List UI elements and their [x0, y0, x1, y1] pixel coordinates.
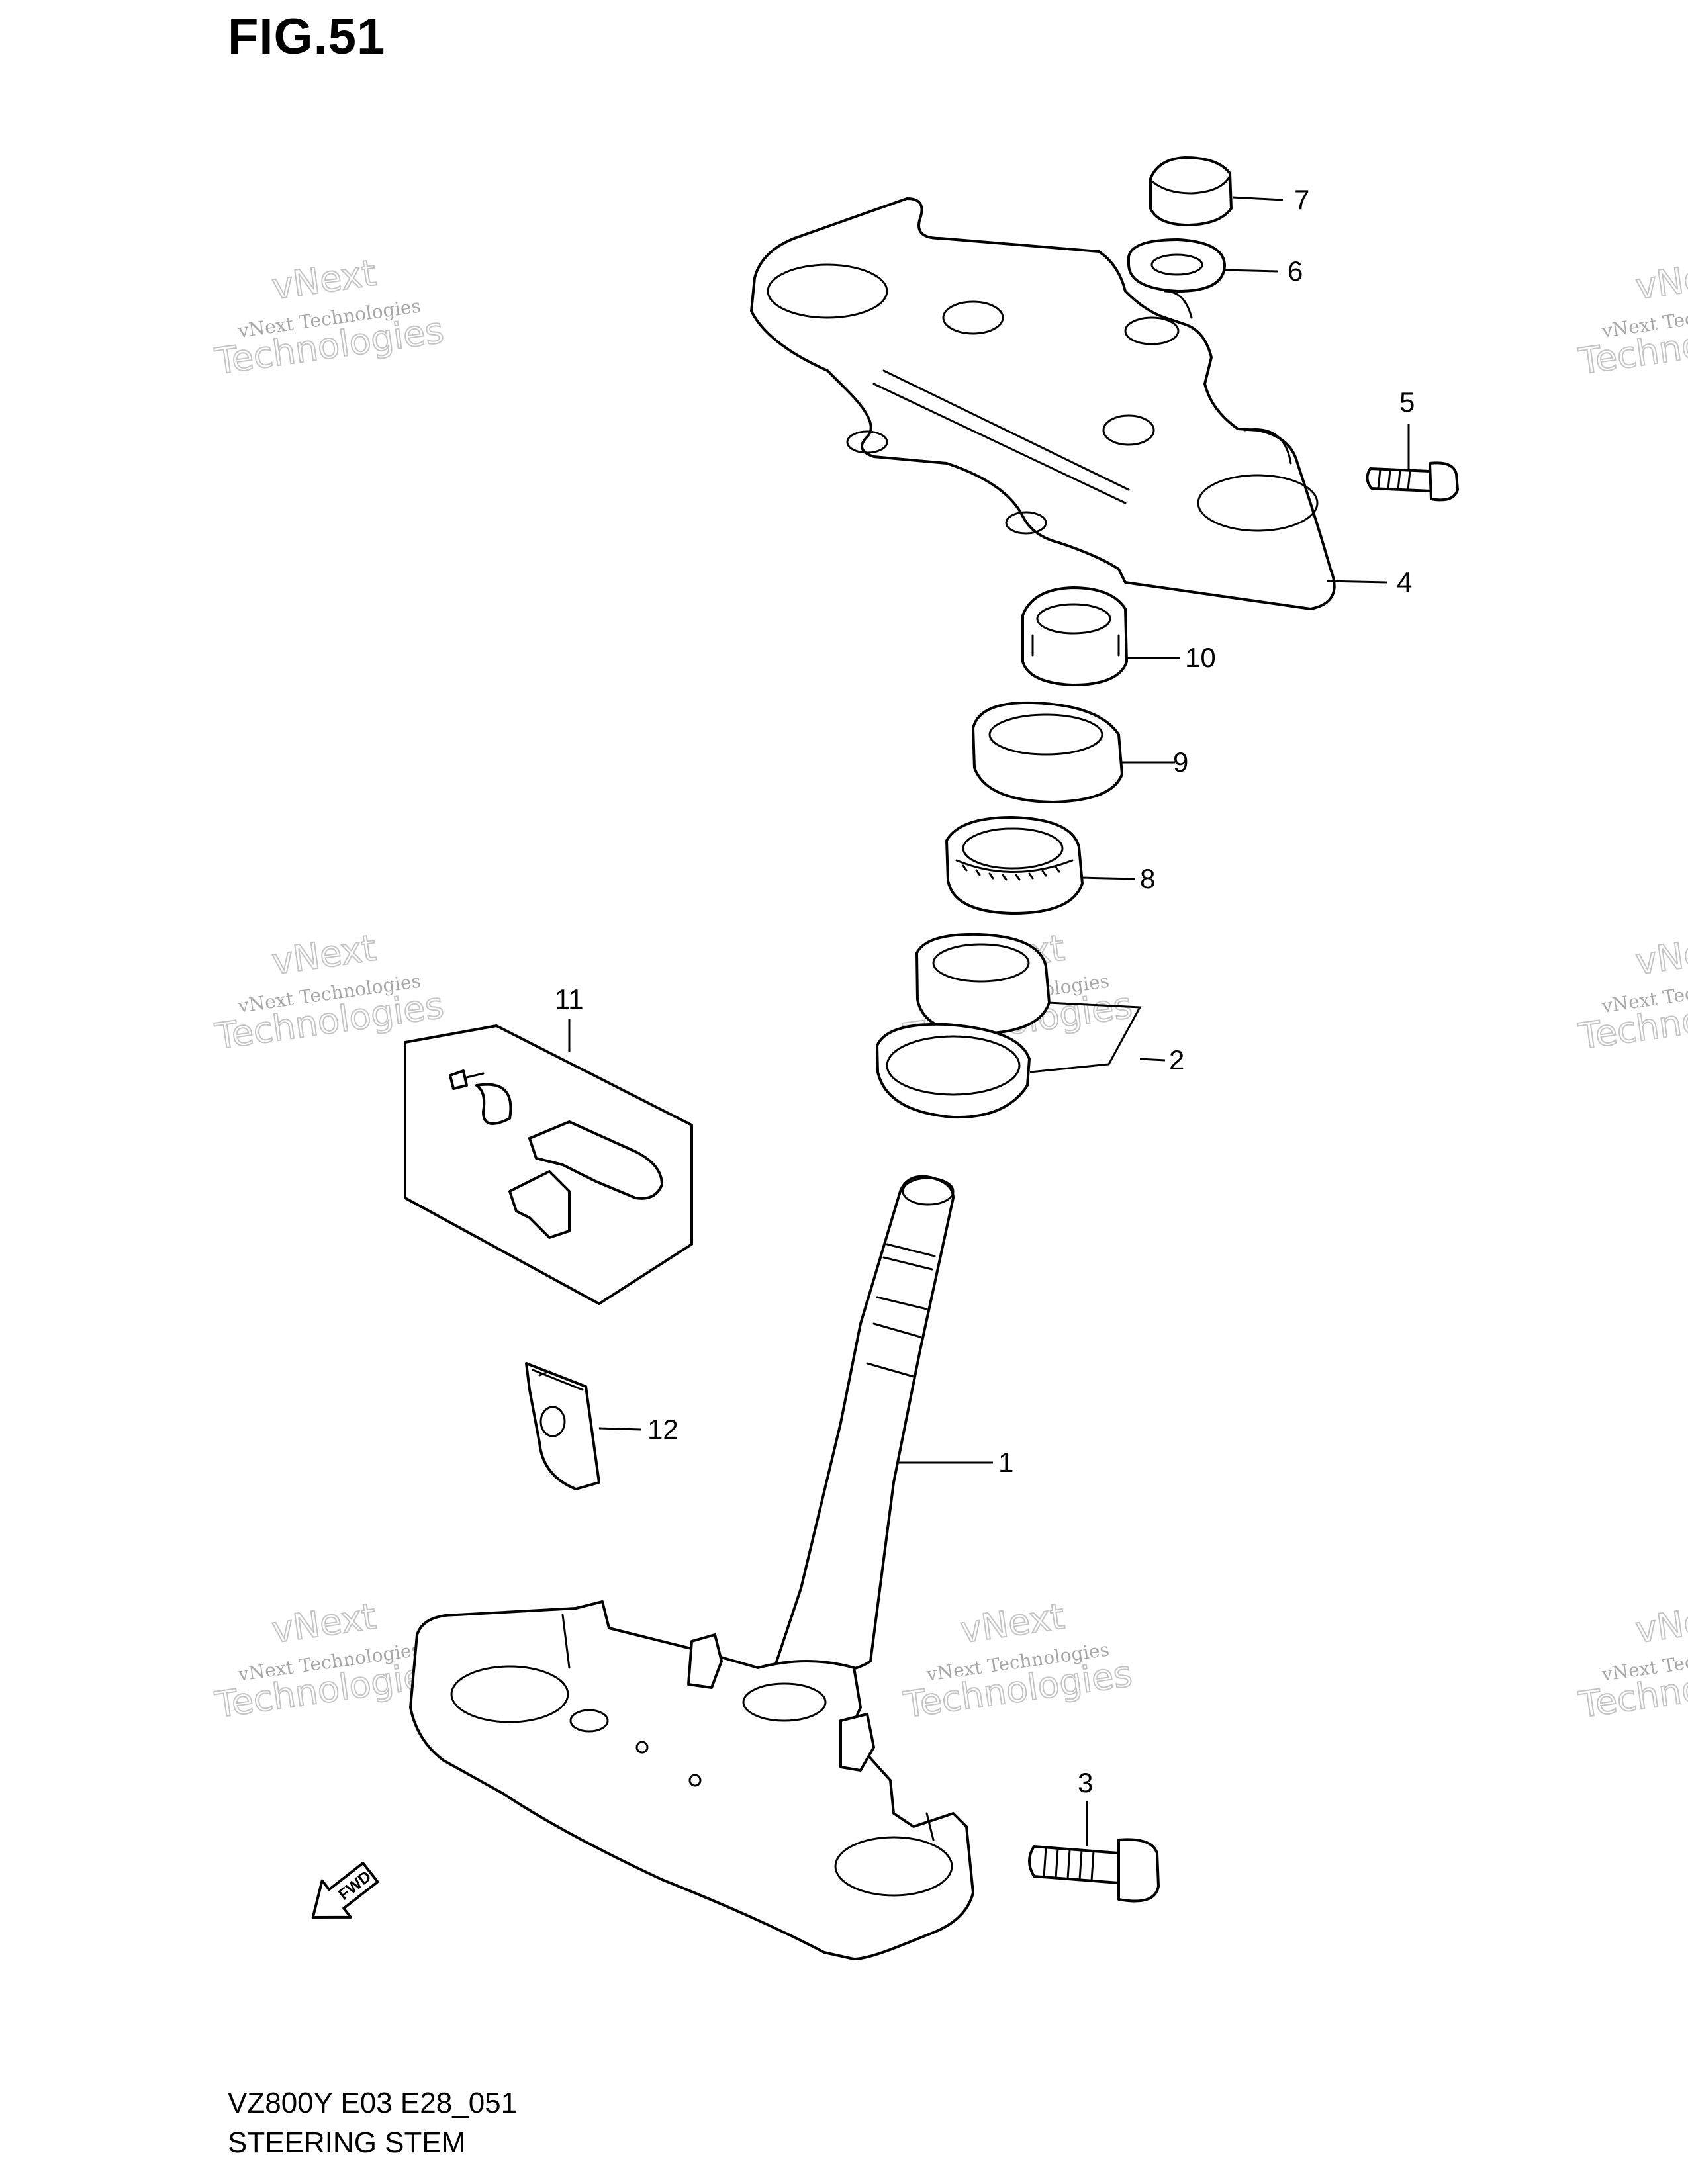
part-3-bolt[interactable] — [1028, 1838, 1160, 1903]
diagram-footer: VZ800Y E03 E28_051 STEERING STEM — [228, 2083, 517, 2163]
diagram-code: VZ800Y E03 E28_051 — [228, 2087, 518, 2119]
watermark-text: vNext — [269, 1596, 379, 1651]
watermark-text: vNext — [269, 927, 379, 983]
leader-lines — [568, 196, 1410, 1846]
part-5-bolt[interactable] — [1366, 461, 1459, 502]
callout-4: 4 — [1397, 567, 1412, 598]
watermark-text: vNext — [1633, 252, 1688, 308]
callout-5: 5 — [1399, 387, 1415, 418]
leader-2b — [1139, 1058, 1166, 1062]
part-10-lock-nut[interactable] — [1021, 586, 1128, 686]
part-6-washer[interactable] — [1127, 238, 1226, 293]
part-11-steering-lock-kit[interactable] — [404, 1024, 693, 1305]
callout-9: 9 — [1173, 747, 1188, 778]
callout-8: 8 — [1140, 863, 1155, 894]
watermark: vNext Technologies vNext Technologies — [1575, 1595, 1688, 1727]
callout-11: 11 — [555, 983, 584, 1015]
callout-10: 10 — [1185, 642, 1216, 673]
part-12-cover[interactable] — [525, 1362, 600, 1490]
leader-2 — [1029, 1001, 1142, 1073]
part-8-bearing[interactable] — [945, 816, 1084, 915]
callout-7: 7 — [1294, 184, 1309, 215]
watermark: vNext Technologies vNext Technologies — [1575, 927, 1688, 1058]
watermark: vNext Technologies vNext Technologies — [212, 927, 447, 1058]
watermark-text: vNext — [1633, 927, 1688, 983]
callout-numbers: 7 6 5 4 10 9 8 2 11 12 1 3 — [555, 184, 1415, 1798]
callout-3: 3 — [1078, 1767, 1093, 1798]
callout-12: 12 — [647, 1414, 679, 1445]
callout-6: 6 — [1288, 255, 1303, 287]
leader-4 — [1327, 580, 1387, 584]
part-7-cap-nut[interactable] — [1149, 156, 1233, 226]
callout-2: 2 — [1169, 1044, 1184, 1075]
diagram-caption: STEERING STEM — [228, 2126, 466, 2159]
figure-title: FIG.51 — [228, 9, 386, 65]
part-1-steering-stem[interactable] — [409, 1175, 974, 1960]
leader-8 — [1080, 876, 1136, 880]
leader-7 — [1232, 196, 1284, 201]
watermark: vNext Technologies vNext Technologies — [900, 1595, 1135, 1727]
fwd-arrow-icon: FWD — [311, 1862, 379, 1919]
leader-12 — [598, 1427, 641, 1431]
leader-6 — [1224, 269, 1278, 273]
part-9-dust-seal[interactable] — [972, 701, 1123, 803]
watermark-text: vNext — [269, 252, 379, 308]
watermark: vNext Technologies vNext Technologies — [212, 251, 447, 383]
part-2-bearing-set[interactable] — [876, 933, 1051, 1119]
callout-1: 1 — [998, 1447, 1013, 1478]
watermark-text: vNext — [1633, 1596, 1688, 1651]
part-4-upper-bracket[interactable] — [750, 197, 1336, 610]
watermark: vNext Technologies vNext Technologies — [1575, 251, 1688, 383]
watermark-text: vNext — [958, 1596, 1067, 1651]
